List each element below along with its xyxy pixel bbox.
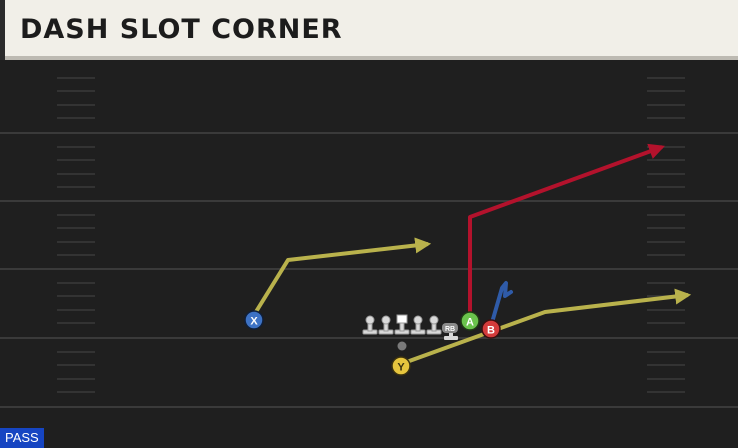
lineman-icon xyxy=(378,315,394,335)
player-x[interactable]: X xyxy=(244,310,264,330)
route-y-yellow xyxy=(400,288,692,366)
route-a-red-corner xyxy=(468,143,666,318)
lineman-icon xyxy=(362,315,378,335)
title-accent xyxy=(0,0,5,60)
center-icon xyxy=(394,314,410,335)
player-b[interactable]: B xyxy=(481,319,501,339)
rb-label: RB xyxy=(445,326,455,333)
player-a-label: A xyxy=(466,317,474,329)
lineman-icon xyxy=(410,315,426,335)
play-field: RB X A B Y xyxy=(0,77,738,408)
title-bar: DASH SLOT CORNER xyxy=(0,0,738,60)
offensive-line xyxy=(362,314,442,335)
yard-lines xyxy=(0,132,738,408)
rb-marker: RB xyxy=(442,323,458,340)
player-y[interactable]: Y xyxy=(391,356,411,376)
player-x-label: X xyxy=(250,316,258,328)
player-a[interactable]: A xyxy=(460,311,480,331)
hash-marks-right xyxy=(647,77,685,393)
play-type-badge: PASS xyxy=(0,428,44,448)
play-title: DASH SLOT CORNER xyxy=(20,14,343,45)
player-y-label: Y xyxy=(397,362,405,374)
qb-marker xyxy=(397,341,407,351)
route-x-yellow xyxy=(252,237,432,317)
route-b-blue xyxy=(489,281,513,328)
hash-marks-left xyxy=(57,77,95,393)
lineman-icon xyxy=(426,315,442,335)
player-b-label: B xyxy=(487,325,495,337)
